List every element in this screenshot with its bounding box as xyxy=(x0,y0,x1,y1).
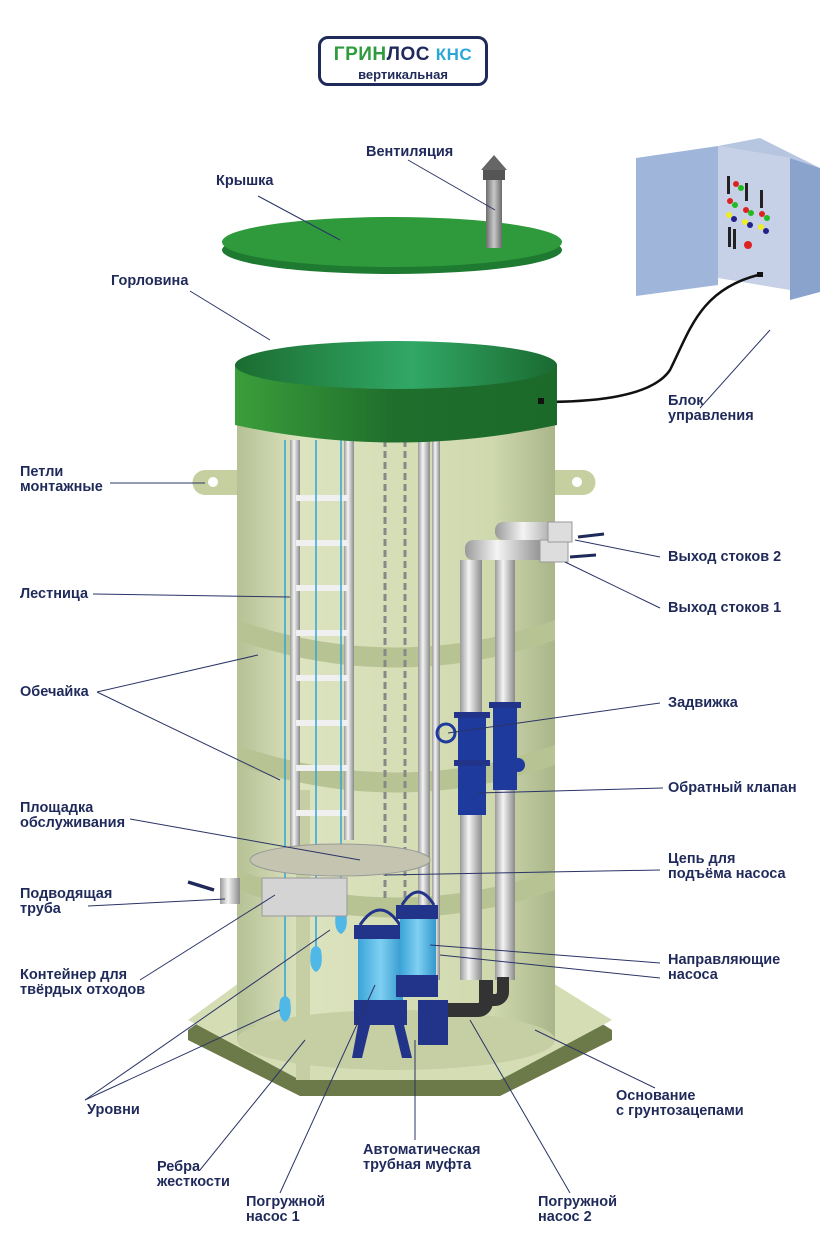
label-control-unit-line1: Блок xyxy=(668,393,704,409)
label-stiffening-ribs-line2: жесткости xyxy=(157,1174,230,1190)
outlet-1-arrow-icon xyxy=(569,553,597,559)
label-pump-2-line2: насос 2 xyxy=(538,1209,592,1225)
label-base-line1: Основание xyxy=(616,1088,696,1104)
waste-container xyxy=(261,877,348,917)
pump-guide-rail xyxy=(432,440,440,980)
tank-neck xyxy=(235,341,557,443)
label-auto-coupling: Автоматическая трубная муфта xyxy=(363,1143,481,1173)
label-waste-container: Контейнер для твёрдых отходов xyxy=(20,968,145,998)
label-pump-guides-line1: Направляющие xyxy=(668,952,781,968)
brand-logo: ГРИНЛОС КНС вертикальная xyxy=(318,36,488,86)
label-outlet-2: Выход стоков 2 xyxy=(668,549,782,565)
label-pump-1-line1: Погружной xyxy=(246,1194,326,1210)
label-control-unit-line2: управления xyxy=(668,408,754,424)
outlet-pipe-1 xyxy=(539,539,569,563)
label-pump-guides: Направляющие насоса xyxy=(668,953,780,983)
label-gate-valve: Задвижка xyxy=(668,695,738,711)
label-pump-2-line1: Погружной xyxy=(538,1194,618,1210)
label-pump-1: Погружной насос 1 xyxy=(246,1195,325,1225)
label-lid: Крышка xyxy=(216,173,274,189)
service-platform xyxy=(249,843,431,877)
outlet-pipe-2 xyxy=(547,521,573,543)
label-waste-container-line1: Контейнер для xyxy=(20,967,128,983)
auto-pipe-coupling xyxy=(418,977,509,1045)
logo-product: КНС xyxy=(435,45,473,64)
logo-brand-green: ГРИН xyxy=(333,44,387,65)
control-cabinet xyxy=(636,138,820,300)
label-waste-container-line2: твёрдых отходов xyxy=(20,982,146,998)
label-service-platform-line2: обслуживания xyxy=(20,815,126,831)
ventilation-pipe xyxy=(481,155,507,248)
label-levels: Уровни xyxy=(87,1102,140,1118)
label-ventilation: Вентиляция xyxy=(366,144,454,160)
label-pump-guides-line2: насоса xyxy=(668,967,718,983)
label-outlet-1: Выход стоков 1 xyxy=(668,600,782,616)
logo-subtitle: вертикальная xyxy=(358,67,448,82)
label-control-unit: Блок управления xyxy=(668,394,754,424)
label-inlet-pipe: Подводящая труба xyxy=(20,887,112,917)
label-mounting-loops: Петли монтажные xyxy=(20,465,103,495)
check-valve xyxy=(489,702,525,790)
logo-brand-navy: ЛОС xyxy=(386,44,430,65)
label-stiffening-ribs-line1: Ребра xyxy=(157,1159,201,1175)
label-mounting-loops-line2: монтажные xyxy=(20,479,103,495)
label-pump-1-line2: насос 1 xyxy=(246,1209,300,1225)
label-base: Основание с грунтозацепами xyxy=(616,1089,744,1119)
label-lifting-chain-line2: подъёма насоса xyxy=(668,866,786,882)
label-service-platform: Площадка обслуживания xyxy=(20,801,125,831)
label-pump-2: Погружной насос 2 xyxy=(538,1195,617,1225)
pump-guide-rail xyxy=(418,440,430,980)
inlet-arrow-icon xyxy=(187,880,215,892)
lid xyxy=(222,217,562,274)
outlet-2-arrow-icon xyxy=(577,532,605,539)
label-base-line2: с грунтозацепами xyxy=(616,1103,744,1119)
label-inlet-pipe-line2: труба xyxy=(20,901,61,917)
outlet-elbow xyxy=(465,540,545,560)
label-lifting-chain: Цепь для подъёма насоса xyxy=(668,852,786,882)
submersible-pump-2 xyxy=(396,890,438,997)
label-neck: Горловина xyxy=(111,273,189,289)
label-inlet-pipe-line1: Подводящая xyxy=(20,886,113,902)
label-stiffening-ribs: Ребра жесткости xyxy=(157,1160,230,1190)
logo-title: ГРИНЛОС КНС xyxy=(321,44,485,66)
label-auto-coupling-line2: трубная муфта xyxy=(363,1157,472,1173)
label-service-platform-line1: Площадка xyxy=(20,800,94,816)
label-mounting-loops-line1: Петли xyxy=(20,464,64,480)
gate-valve xyxy=(435,712,490,815)
ladder xyxy=(290,440,354,860)
label-shell: Обечайка xyxy=(20,684,89,700)
label-auto-coupling-line1: Автоматическая xyxy=(363,1142,481,1158)
label-lifting-chain-line1: Цепь для xyxy=(668,851,736,867)
label-ladder: Лестница xyxy=(20,586,89,602)
leader-lines xyxy=(84,159,771,1194)
submersible-pump-1 xyxy=(352,908,412,1058)
label-check-valve: Обратный клапан xyxy=(668,780,797,796)
inlet-pipe xyxy=(220,878,240,904)
control-cable xyxy=(539,273,759,404)
